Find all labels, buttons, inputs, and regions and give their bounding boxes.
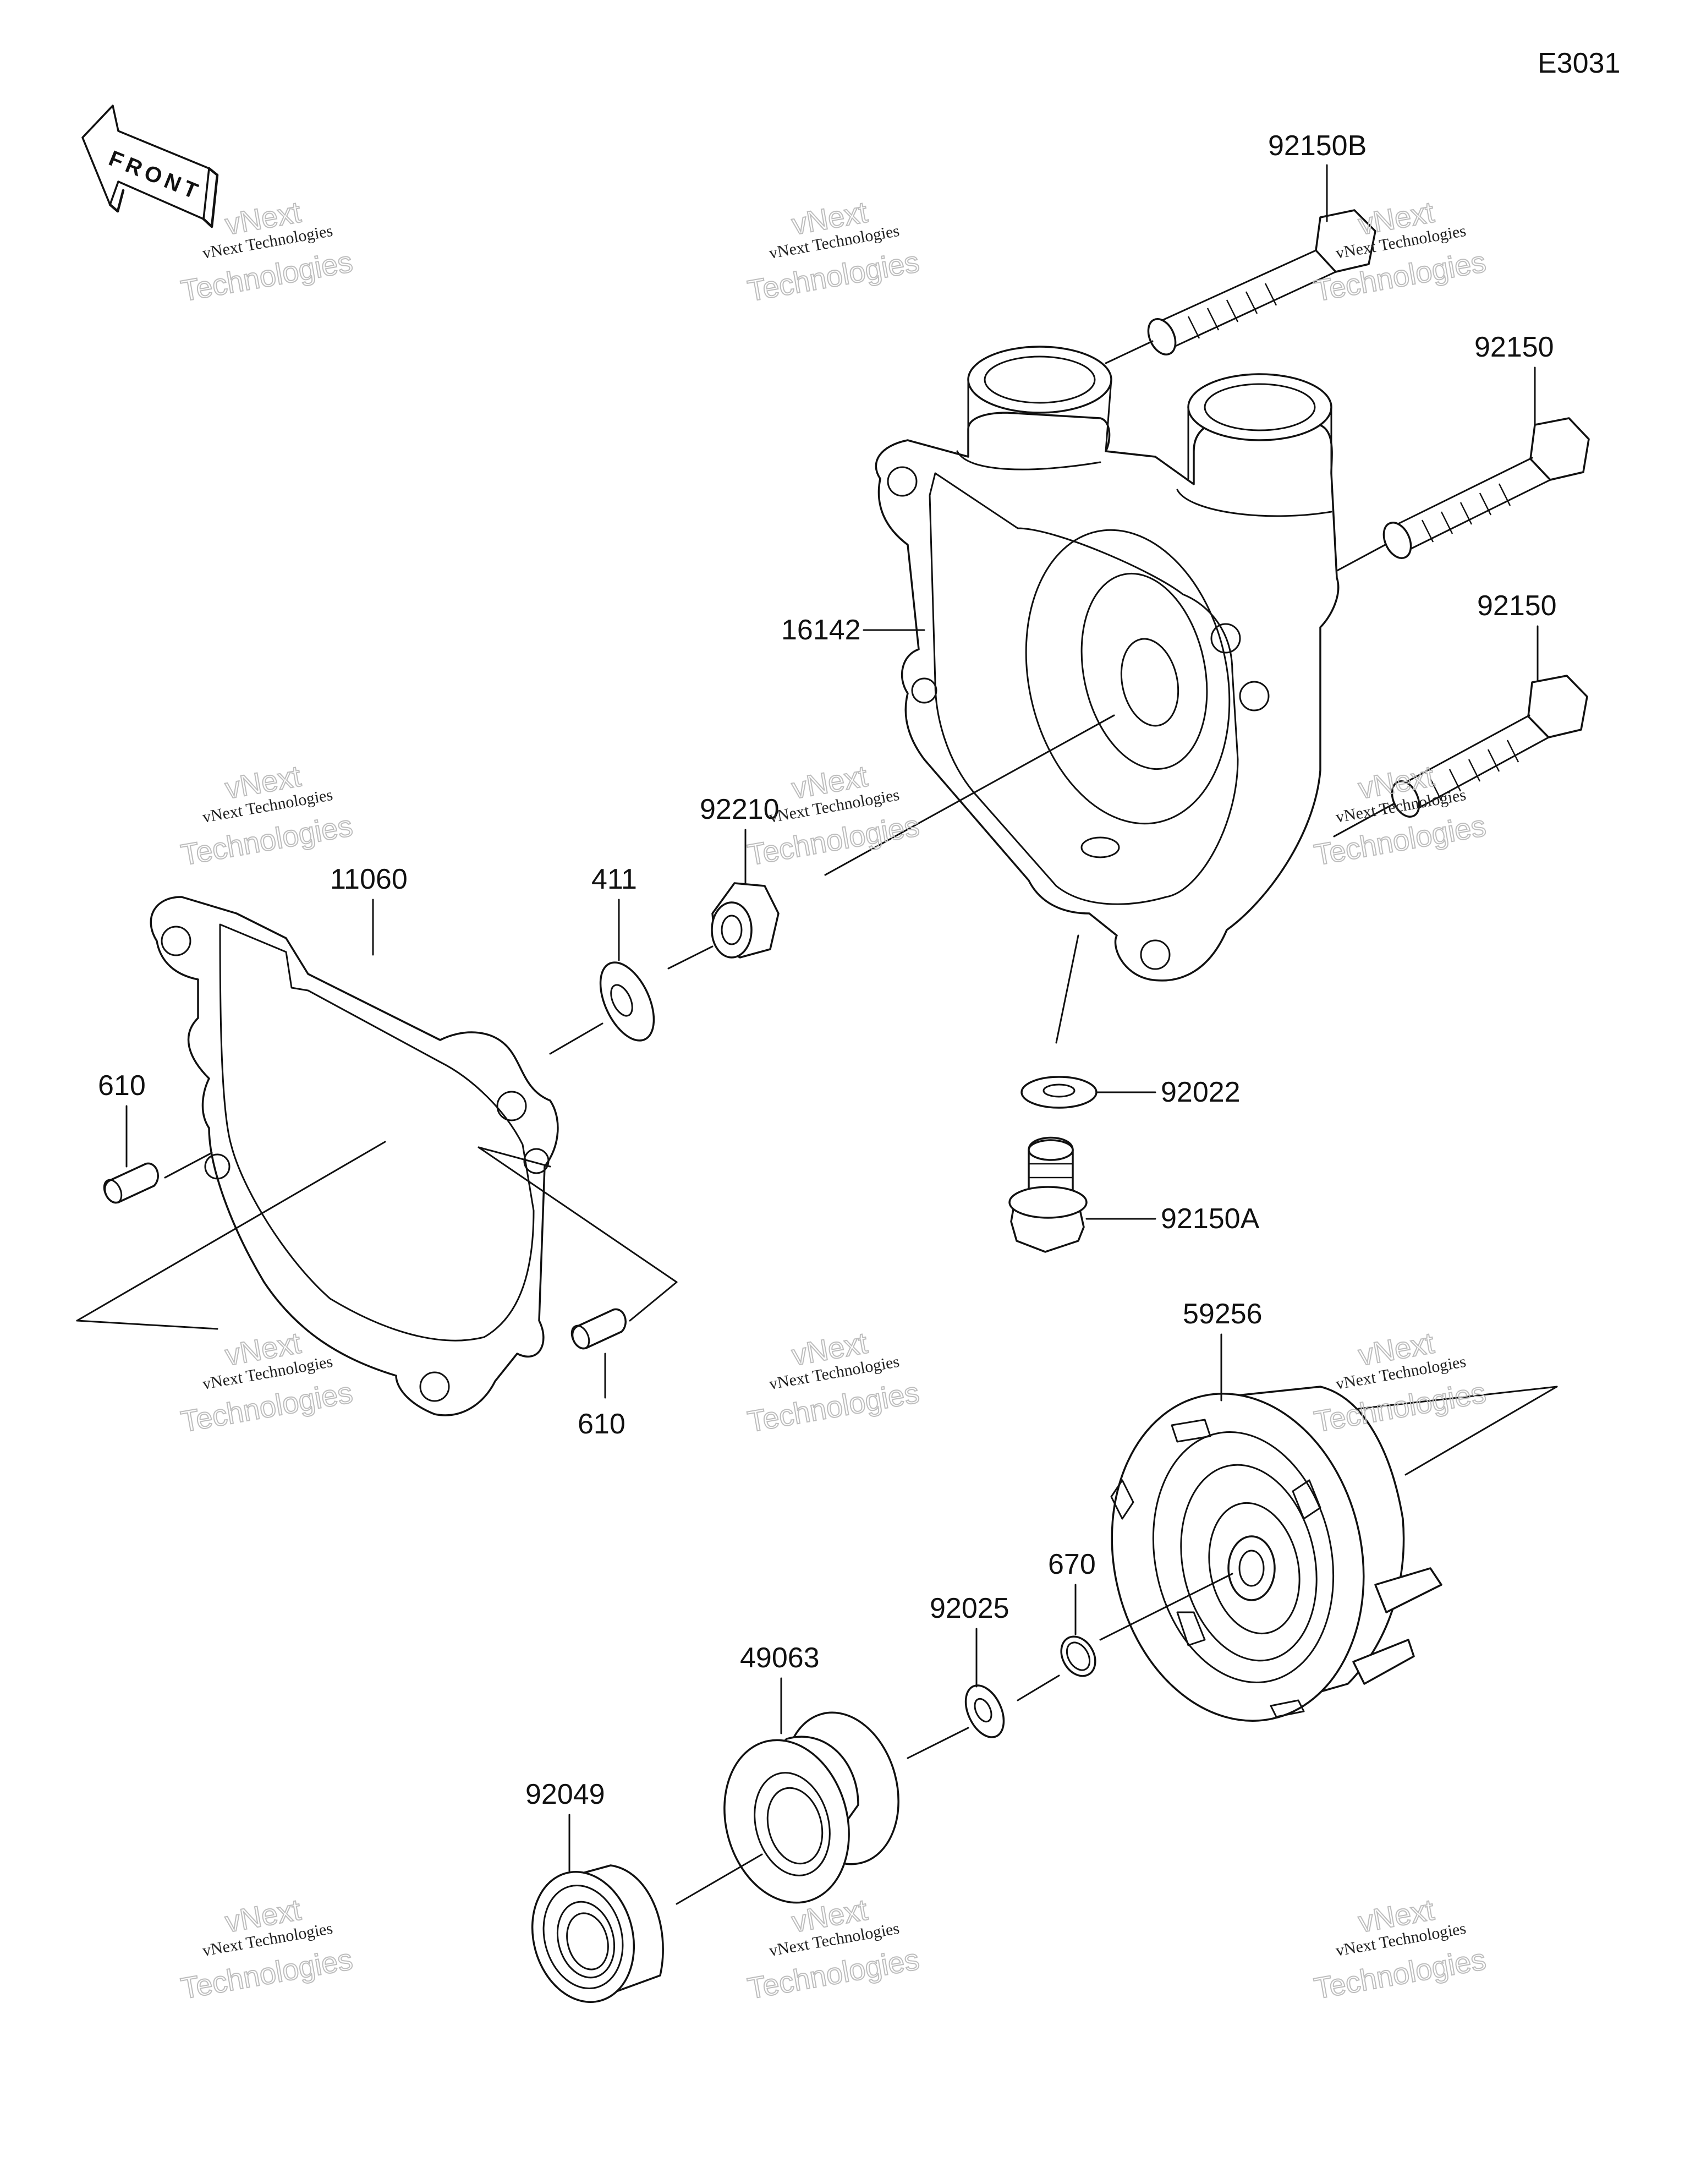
label-92150B: 92150B <box>1268 130 1367 162</box>
label-92150A: 92150A <box>1161 1203 1260 1235</box>
label-92022: 92022 <box>1161 1076 1241 1108</box>
watermark-12: vNext Technologies vNext Technologies <box>1312 1893 1489 2006</box>
watermark-8: vNext Technologies vNext Technologies <box>745 1326 923 1439</box>
gasket-11060 <box>76 896 678 1416</box>
dowel-pin-610-right <box>570 1281 678 1399</box>
watermark-11: vNext Technologies vNext Technologies <box>745 1893 923 2006</box>
bolt-92150-upper <box>1325 366 1590 578</box>
drain-bolt-92150A <box>1008 1136 1156 1253</box>
watermark-10: vNext Technologies vNext Technologies <box>178 1893 356 2006</box>
label-411: 411 <box>591 863 637 895</box>
nut-92210 <box>667 829 780 970</box>
label-11060: 11060 <box>330 863 408 895</box>
seal-49063 <box>676 1677 899 1905</box>
bolt-92150B <box>1105 164 1376 364</box>
diagram-code: E3031 <box>1538 47 1620 79</box>
watermark-6: vNext Technologies vNext Technologies <box>1312 759 1489 873</box>
impeller-59256 <box>1099 1333 1558 1722</box>
o-ring-670 <box>1017 1584 1096 1701</box>
watermark-2: vNext Technologies vNext Technologies <box>745 195 923 309</box>
washer-92025 <box>907 1628 1005 1759</box>
label-670: 670 <box>1048 1548 1096 1580</box>
label-59256: 59256 <box>1183 1298 1263 1330</box>
label-49063: 49063 <box>740 1642 820 1674</box>
label-92025: 92025 <box>930 1592 1009 1624</box>
washer-411 <box>549 899 655 1055</box>
label-92150-lower: 92150 <box>1477 590 1557 622</box>
label-610-right: 610 <box>578 1408 625 1440</box>
washer-92022 <box>1020 1076 1156 1109</box>
watermark-4: vNext Technologies vNext Technologies <box>178 759 356 873</box>
label-92049: 92049 <box>525 1778 605 1810</box>
bearing-92049 <box>531 1814 664 2003</box>
dowel-pin-610-left <box>103 1105 213 1204</box>
watermark-9: vNext Technologies vNext Technologies <box>1312 1326 1489 1439</box>
label-610-left: 610 <box>98 1070 146 1102</box>
pump-cover-16142 <box>824 346 1340 1044</box>
bolt-92150-lower <box>1333 625 1588 838</box>
label-92150-upper: 92150 <box>1474 331 1554 363</box>
label-92210: 92210 <box>700 793 780 825</box>
front-arrow-icon: FRONT <box>81 105 219 228</box>
label-16142: 16142 <box>781 614 861 646</box>
